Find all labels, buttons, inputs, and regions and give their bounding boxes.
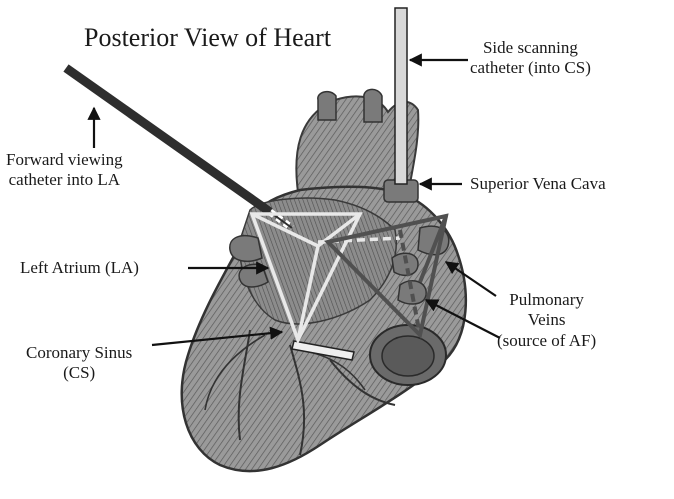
label-line: (CS)	[26, 363, 132, 383]
label-line: catheter (into CS)	[470, 58, 591, 78]
label-line: catheter into LA	[6, 170, 123, 190]
label-pulmonary-veins: Pulmonary Veins (source of AF)	[497, 290, 596, 351]
label-line: Pulmonary	[497, 290, 596, 310]
label-line: Forward viewing	[6, 150, 123, 170]
label-superior-vena-cava: Superior Vena Cava	[470, 174, 606, 194]
label-coronary-sinus: Coronary Sinus (CS)	[26, 343, 132, 384]
label-line: Coronary Sinus	[26, 343, 132, 363]
side-scanning-catheter	[395, 8, 407, 184]
label-line: (source of AF)	[497, 331, 596, 351]
label-line: Side scanning	[470, 38, 591, 58]
label-forward-viewing-catheter: Forward viewing catheter into LA	[6, 150, 123, 191]
diagram-title: Posterior View of Heart	[84, 22, 331, 53]
label-side-scanning-catheter: Side scanning catheter (into CS)	[470, 38, 591, 79]
label-left-atrium: Left Atrium (LA)	[20, 258, 139, 278]
label-line: Veins	[497, 310, 596, 330]
